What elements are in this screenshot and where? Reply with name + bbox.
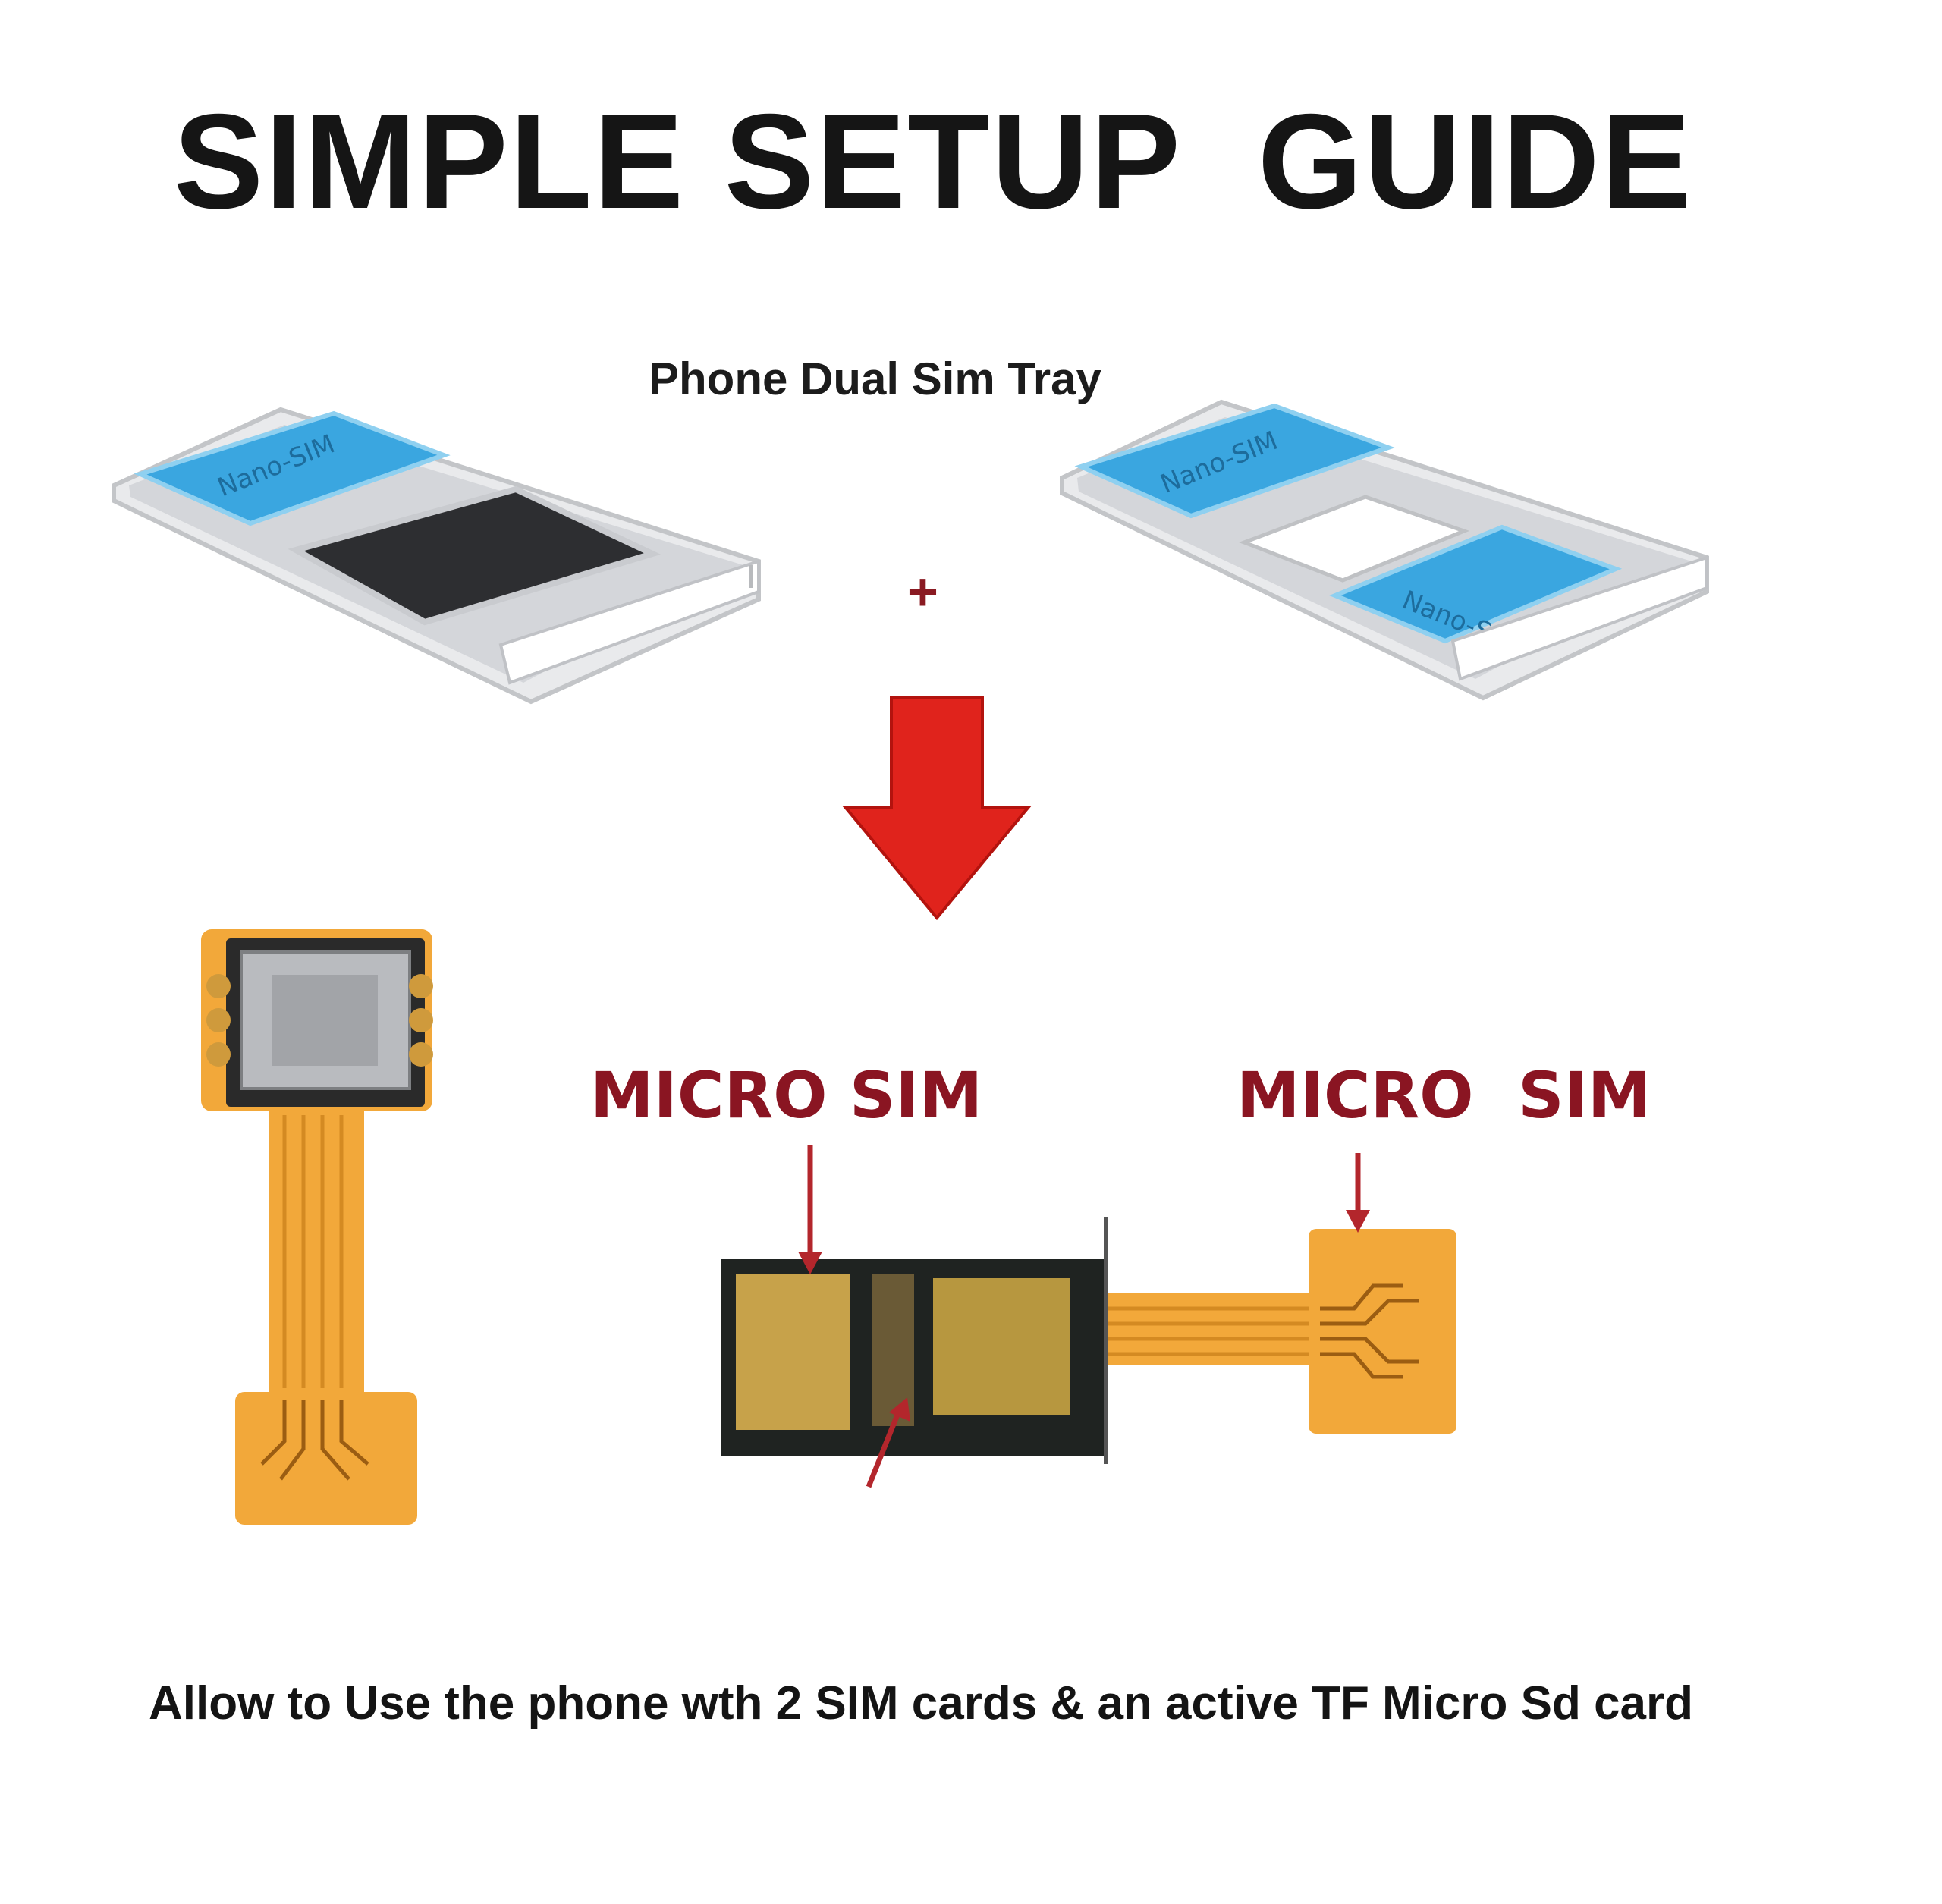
- tray-label: Phone Dual Sim Tray: [649, 353, 1101, 404]
- sim-adapter-vertical-image: [201, 929, 433, 1525]
- right-sim-tray-image: Nano-SIM Nano-SIM: [1060, 399, 1709, 701]
- micro-sim-label-left: MICRO SIM: [590, 1058, 983, 1133]
- micro-sim-label-right: MICRO SIM: [1237, 1058, 1651, 1133]
- left-sim-tray-image: Nano-SIM: [112, 407, 761, 705]
- sim-adapter-horizontal-image: [721, 1145, 1456, 1488]
- down-arrow-icon: [842, 696, 1032, 921]
- plus-sign: +: [907, 562, 938, 621]
- bottom-caption: Allow to Use the phone wth 2 SIM cards &…: [149, 1677, 1694, 1730]
- page-title: SIMPLE SETUP GUIDE: [173, 86, 1693, 237]
